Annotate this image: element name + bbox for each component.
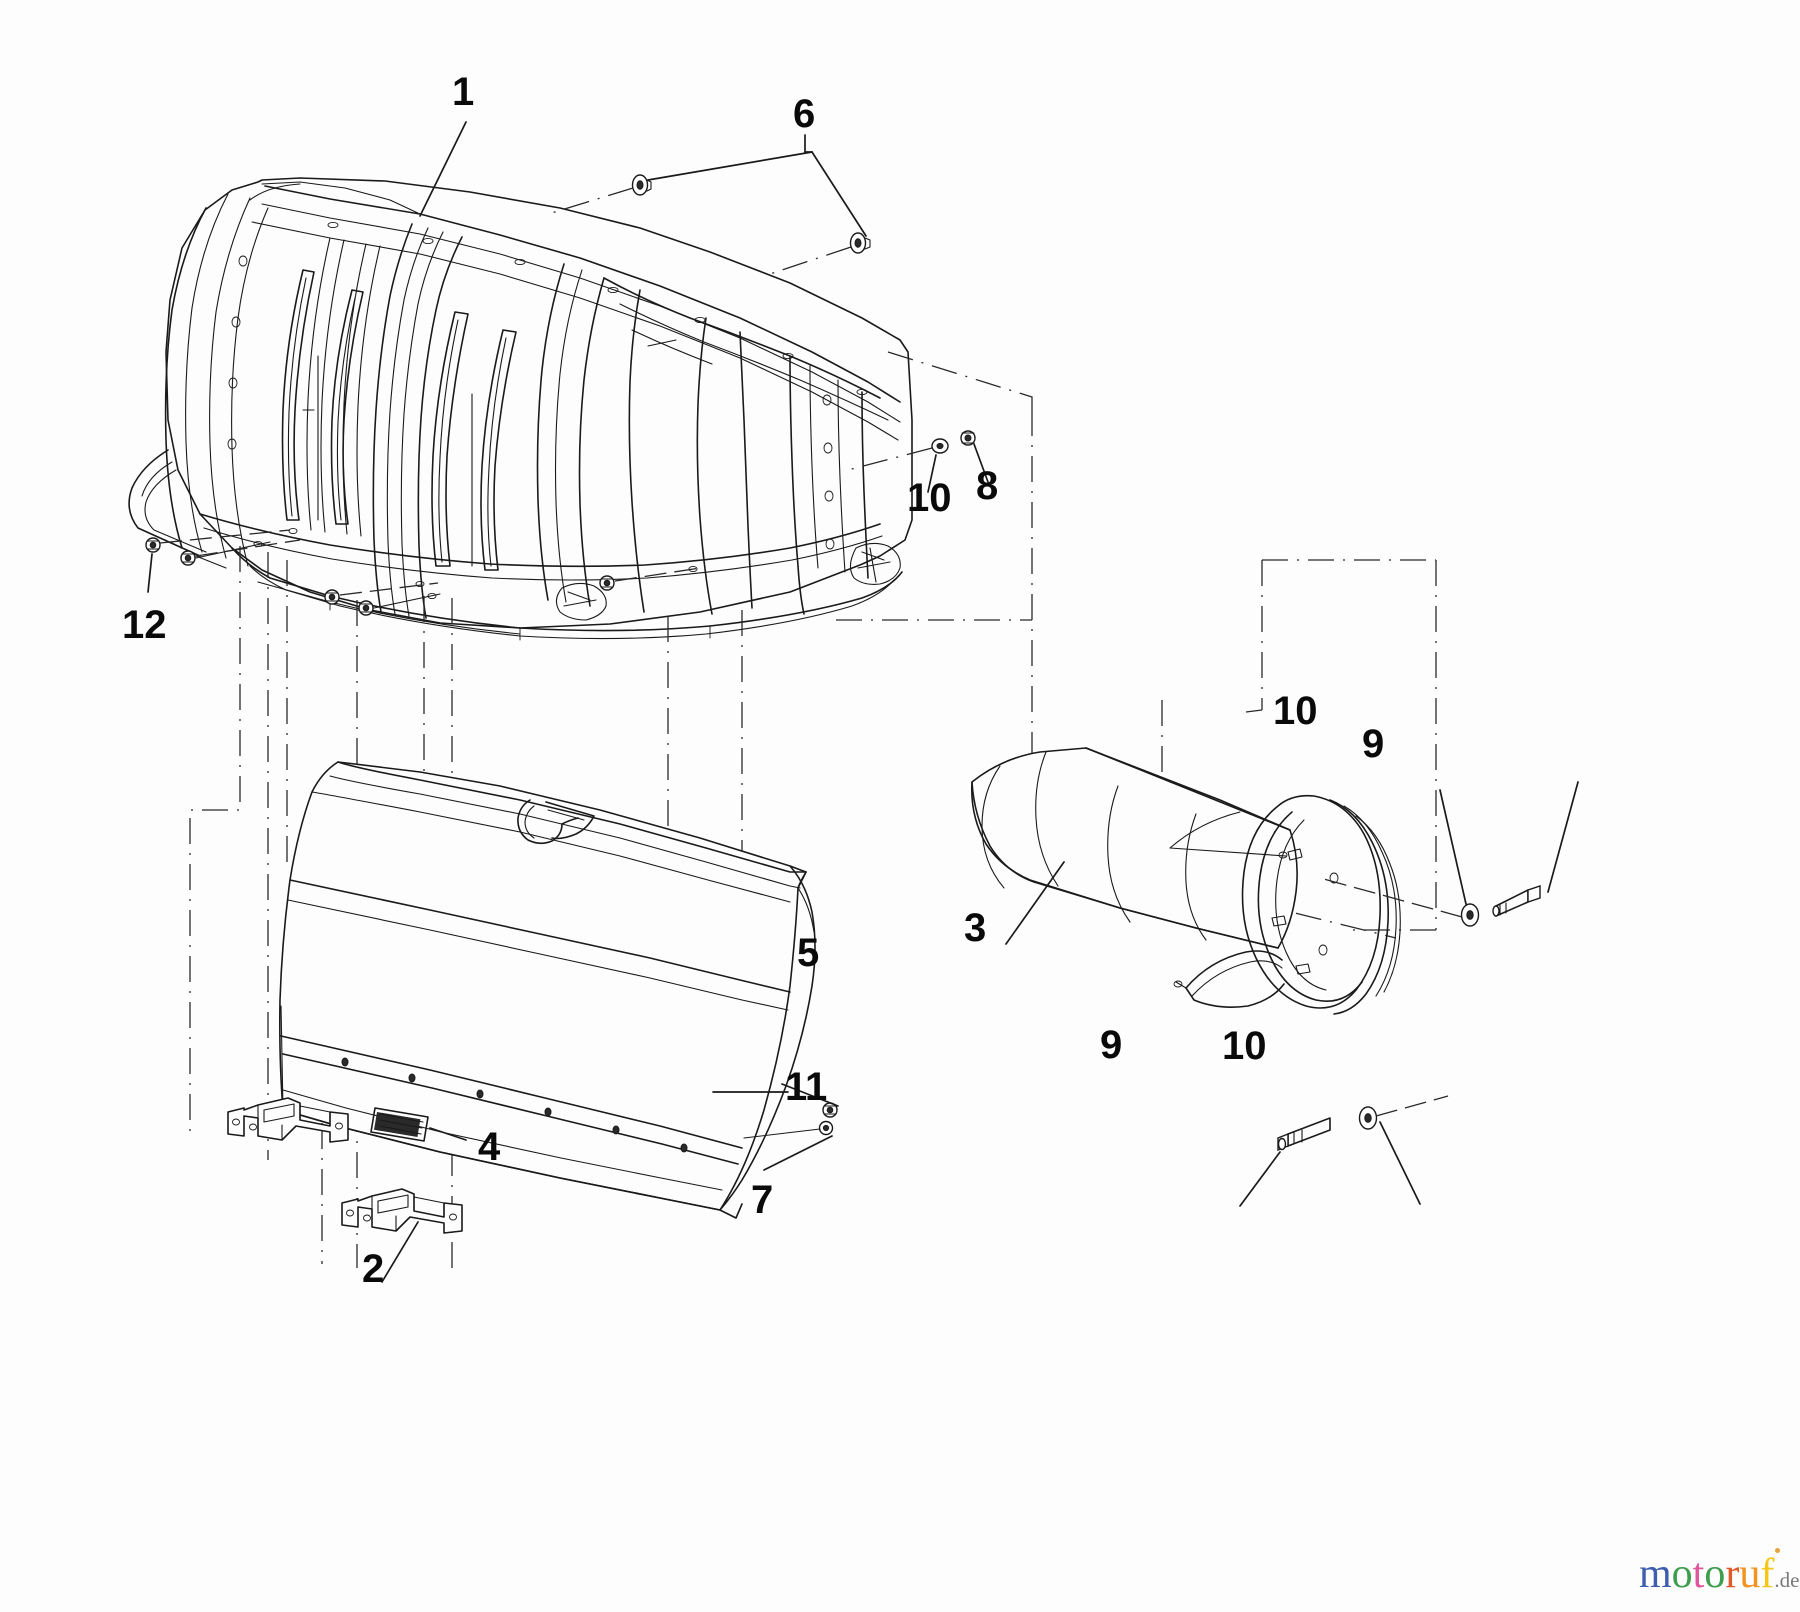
part-6-knob-fasteners bbox=[544, 134, 871, 275]
part-12-left-fasteners bbox=[145, 527, 301, 593]
bolt-9-lower bbox=[1277, 1117, 1331, 1152]
callout-4: 4 bbox=[478, 1125, 501, 1169]
part-9-10-lower bbox=[1239, 1095, 1449, 1207]
logo-letter-f: f bbox=[1760, 1551, 1775, 1597]
callout-1: 1 bbox=[452, 70, 475, 114]
part-2-mounting-brackets bbox=[227, 1097, 463, 1283]
logo-accent-dot-icon bbox=[1775, 1548, 1780, 1553]
bracket-lower bbox=[341, 1188, 463, 1234]
part-8-10-nut-washer bbox=[847, 430, 989, 493]
logo-letter-m: m bbox=[1639, 1551, 1672, 1597]
nut-lower-c bbox=[599, 575, 615, 591]
callout-12: 12 bbox=[122, 603, 167, 647]
washer-10-upper bbox=[1460, 903, 1480, 927]
chute-flange-ring bbox=[1169, 794, 1401, 1015]
callout-9-chute-upper: 9 bbox=[1362, 722, 1385, 766]
callout-6: 6 bbox=[793, 92, 816, 136]
callout-10-chute-upper: 10 bbox=[1273, 689, 1318, 733]
callout-8: 8 bbox=[976, 464, 999, 508]
callout-9-chute-lower: 9 bbox=[1100, 1023, 1123, 1067]
part-5-deflector-shield bbox=[279, 761, 816, 1219]
callout-3: 3 bbox=[964, 906, 987, 950]
logo-tld: .de bbox=[1774, 1568, 1800, 1592]
nut-11 bbox=[822, 1102, 838, 1118]
part-1-hood bbox=[128, 177, 913, 641]
nut-12-upper bbox=[145, 537, 161, 553]
logo-letter-u: u bbox=[1739, 1551, 1761, 1597]
washer-10-hood bbox=[931, 438, 949, 454]
part-3-blower-tube bbox=[970, 747, 1401, 1015]
knob-fastener-top-2 bbox=[849, 232, 871, 254]
part-4-decal bbox=[370, 1107, 467, 1142]
logo-letter-t: t bbox=[1692, 1551, 1705, 1597]
hood-lower-fasteners bbox=[324, 565, 701, 616]
nut-lower-b bbox=[358, 600, 374, 616]
washer-10-lower bbox=[1358, 1106, 1378, 1130]
nut-8 bbox=[960, 430, 976, 446]
logo-letter-o1: o bbox=[1671, 1551, 1693, 1597]
nut-12-lower bbox=[180, 550, 196, 566]
part-11-7-fasteners bbox=[743, 1083, 839, 1171]
callout-11: 11 bbox=[785, 1065, 828, 1109]
part-1-leader bbox=[419, 121, 467, 217]
part-9-10-upper bbox=[1319, 781, 1579, 927]
logo-letter-o2: o bbox=[1704, 1551, 1726, 1597]
nut-lower-a bbox=[324, 589, 340, 605]
bracket-upper bbox=[227, 1097, 349, 1143]
logo-letter-r: r bbox=[1725, 1551, 1740, 1597]
callout-10-chute-lower: 10 bbox=[1222, 1024, 1267, 1068]
callout-2: 2 bbox=[362, 1247, 385, 1291]
bolt-9-upper bbox=[1492, 885, 1541, 917]
screw-7 bbox=[818, 1120, 834, 1136]
callout-10-hood: 10 bbox=[907, 476, 952, 520]
motoruf-logo: motoruf.de bbox=[1639, 1548, 1800, 1597]
knob-fastener-top-1 bbox=[631, 174, 652, 196]
callout-5: 5 bbox=[797, 931, 820, 975]
callout-7: 7 bbox=[751, 1178, 774, 1222]
